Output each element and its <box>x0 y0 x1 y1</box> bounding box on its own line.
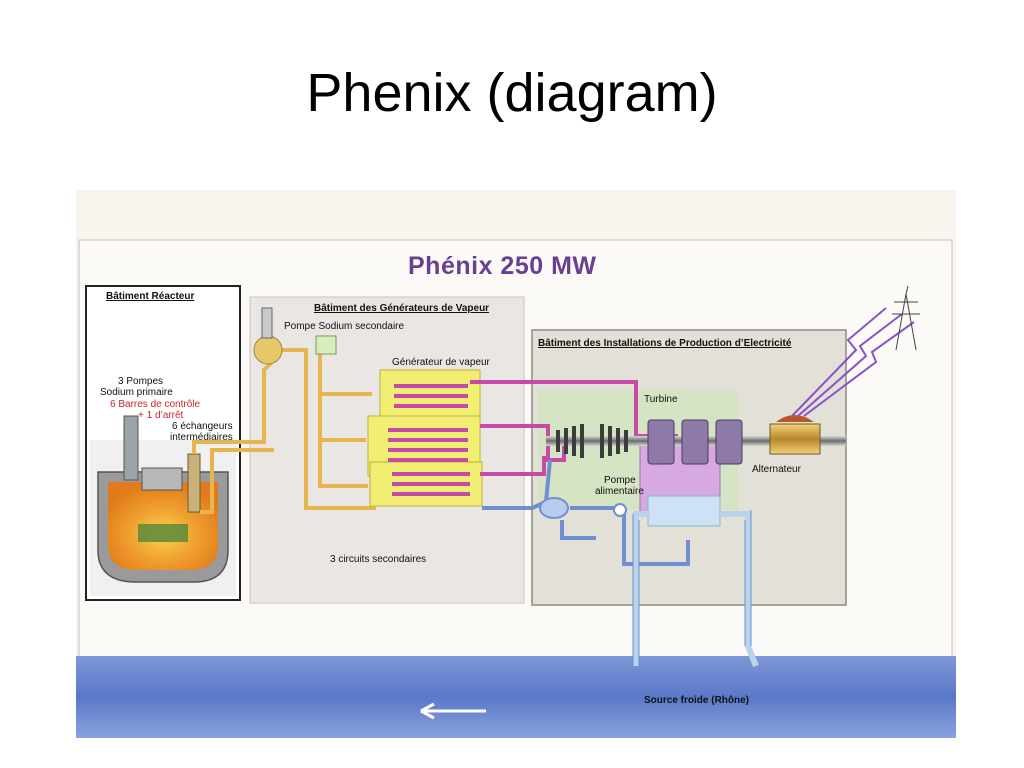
diagram-title: Phénix 250 MW <box>408 252 597 280</box>
primary-pumps-label: 3 Pompes <box>118 376 164 387</box>
stop-rod-label: + 1 d’arrêt <box>138 410 184 421</box>
condenser-cooling-box <box>647 495 721 527</box>
reactor-lid <box>141 467 183 491</box>
electricity-building-label: Bâtiment des Installations de Production… <box>538 338 792 349</box>
feed-pump-label: Pompe <box>604 475 636 486</box>
reactor-building-label: Bâtiment Réacteur <box>106 291 195 302</box>
alternator-cap <box>776 415 814 422</box>
exchangers-label-2: intermédiaires <box>170 432 233 443</box>
diagram-figure: Phénix 250 MW Bâtiment Réacteur Bâtiment… <box>76 190 956 738</box>
secondary-pump-label: Pompe Sodium secondaire <box>284 321 405 332</box>
turbine-lp-stages <box>647 419 743 465</box>
steam-generator-label: Générateur de vapeur <box>392 357 490 368</box>
river <box>76 656 956 738</box>
primary-sodium-label: Sodium primaire <box>100 387 173 398</box>
intermediate-exchanger <box>187 453 201 513</box>
steam-generator-coils <box>388 384 470 496</box>
river-flow-arrow-icon <box>420 702 486 720</box>
reactor-core <box>138 524 188 542</box>
exchangers-label: 6 échangeurs <box>172 421 233 432</box>
power-lines <box>791 307 915 417</box>
alternator-label: Alternateur <box>752 464 801 475</box>
turbine-ip-stage <box>600 424 628 458</box>
expansion-tank <box>315 335 337 355</box>
secondary-circuits-label: 3 circuits secondaires <box>330 554 427 565</box>
pylon-icon <box>892 285 920 351</box>
diagram-canvas <box>76 239 956 738</box>
turbine-hp-stage <box>556 424 584 458</box>
turbine-label: Turbine <box>644 394 678 405</box>
feed-pump <box>613 503 627 517</box>
feed-pump-label-2: alimentaire <box>595 486 644 497</box>
feedwater-heater <box>539 497 569 519</box>
slide-title: Phenix (diagram) <box>306 63 718 123</box>
cold-source-label: Source froide (Rhône) <box>644 695 750 706</box>
control-rods-label: 6 Barres de contrôle <box>110 399 201 410</box>
steam-generator-building-label: Bâtiment des Générateurs de Vapeur <box>314 303 490 314</box>
secondary-pump-motor <box>261 307 273 339</box>
cooling-loop <box>633 511 759 668</box>
secondary-sodium-pump <box>253 335 283 365</box>
alternator <box>769 423 821 455</box>
primary-pump <box>123 415 139 481</box>
